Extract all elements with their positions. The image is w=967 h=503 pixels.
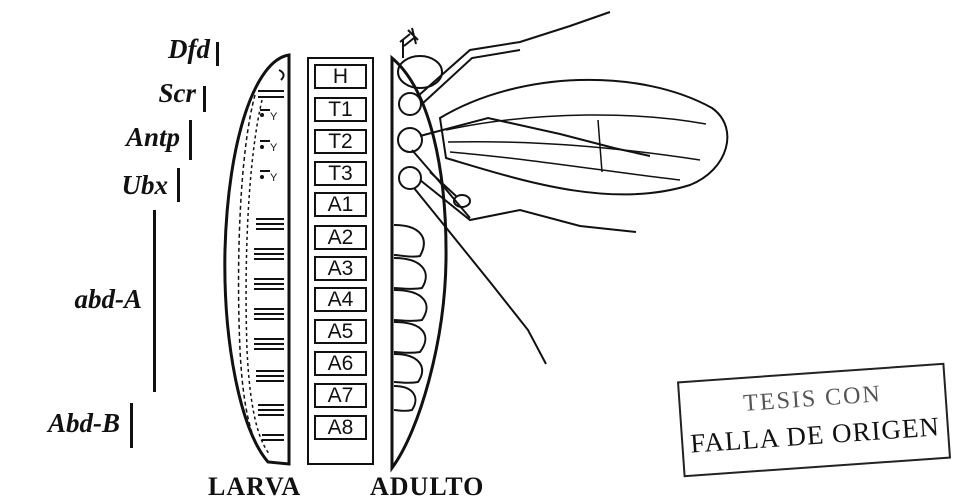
larva-denticle-belts: Y Y Y (254, 90, 284, 441)
segment-label-a1: A1 (314, 192, 367, 217)
segment-label-t1: T1 (314, 97, 367, 122)
adult-label: ADULTO (370, 472, 484, 502)
segment-label-t2: T2 (314, 129, 367, 154)
adult-wing-vein-2 (448, 142, 700, 160)
larva-label: LARVA (208, 472, 301, 502)
adult-coxa-t1 (399, 93, 421, 115)
segment-label-a3: A3 (314, 256, 367, 281)
larva-abdominal-belt-a8 (262, 434, 284, 441)
adult-wing-vein-3 (450, 152, 680, 180)
segment-label-a4: A4 (314, 287, 367, 312)
segment-label-a7: A7 (314, 383, 367, 408)
segment-label-h: H (314, 64, 367, 89)
segment-column: H T1 T2 T3 A1 A2 A3 A4 A5 A6 A7 A8 (307, 57, 374, 465)
thesis-stamp: TESIS CON FALLA DE ORIGEN (677, 363, 951, 477)
adult-fly-drawing (392, 12, 727, 468)
segment-label-a5: A5 (314, 319, 367, 344)
larva-abdominal-belt-a5 (254, 338, 284, 350)
larva-abdominal-belt-a4 (254, 308, 284, 320)
adult-wing-crossvein (598, 120, 602, 172)
adult-tergite-a5 (394, 322, 425, 353)
adult-leg-t2-lower (412, 150, 470, 218)
segment-label-a8: A8 (314, 415, 367, 440)
larva-mouth-hook (279, 70, 284, 80)
larva-abdominal-belt-a1 (256, 218, 284, 230)
adult-tergite-a6 (394, 354, 422, 383)
svg-text:Y: Y (270, 142, 278, 154)
larva-abdominal-belt-a2 (254, 248, 284, 260)
adult-antenna (400, 28, 418, 58)
adult-leg-t1 (418, 12, 610, 96)
adult-leg-t3-lower (414, 188, 546, 364)
adult-tergite-a3 (394, 258, 426, 289)
adult-leg-t3 (420, 180, 636, 232)
larva-inner-line-2 (246, 100, 270, 455)
larva-abdominal-belt-a7 (258, 404, 284, 416)
segment-label-a6: A6 (314, 351, 367, 376)
larva-abdominal-belt-a3 (254, 278, 284, 290)
adult-coxa-t3 (399, 167, 421, 189)
adult-coxa-t2 (398, 128, 422, 152)
segment-label-t3: T3 (314, 161, 367, 186)
adult-tergite-a4 (394, 290, 427, 321)
adult-wing (440, 80, 727, 195)
adult-tergite-a2 (394, 225, 424, 257)
segment-label-a2: A2 (314, 225, 367, 250)
adult-wing-vein-1 (446, 115, 706, 130)
svg-text:Y: Y (270, 172, 278, 184)
larva-abdominal-belt-a6 (256, 370, 284, 382)
adult-leg-t2 (420, 118, 650, 156)
adult-tergite-a7 (394, 386, 415, 411)
svg-text:Y: Y (270, 111, 278, 123)
adult-leg-t1-inner (422, 50, 520, 104)
